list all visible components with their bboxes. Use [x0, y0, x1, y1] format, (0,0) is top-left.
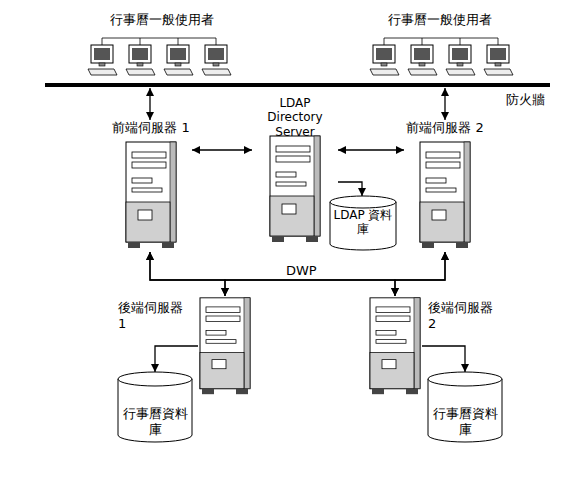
connector-arrow: [155, 346, 198, 372]
bus-label: DWP: [286, 263, 317, 279]
node-label: 後端伺服器 1: [118, 300, 192, 331]
node-label: 前端伺服器 2: [404, 120, 486, 136]
node-label: 行事曆資料 庫: [428, 406, 502, 437]
ldap-database: LDAP 資料庫: [330, 196, 396, 250]
back-end-server: 後端伺服器 2: [368, 296, 422, 396]
database-cylinders: [118, 196, 502, 442]
computer-icon: [408, 45, 437, 75]
node-label: 行事曆一般使用者: [360, 12, 520, 28]
connector-arrow: [192, 149, 252, 150]
server-tower: [370, 298, 420, 394]
firewall-line: [45, 83, 550, 87]
node-label: LDAP Directory Server: [252, 96, 338, 139]
calendar-database: 行事曆資料 庫: [428, 372, 502, 442]
connector-arrow: [338, 182, 362, 196]
connector-arrow: [338, 149, 404, 150]
computer-icon: [126, 45, 155, 75]
node-label: LDAP 資料庫: [330, 208, 396, 237]
back-end-server: 後端伺服器 1: [198, 296, 252, 396]
server-tower: [420, 142, 470, 248]
server-tower: [126, 142, 176, 248]
computer-icon: [88, 45, 117, 75]
user-group: 行事曆一般使用者: [360, 12, 520, 88]
connector-arrow: [422, 346, 465, 372]
connector-arrow: [444, 88, 445, 120]
computer-icon: [446, 45, 475, 75]
computer-icon: [370, 45, 399, 75]
user-group: 行事曆一般使用者: [82, 12, 242, 88]
node-label: 行事曆資料 庫: [118, 406, 192, 437]
connector-arrow: [150, 252, 395, 296]
user-computers: [102, 38, 498, 45]
computer-icon: [202, 45, 231, 75]
directory-server: LDAP Directory Server: [252, 96, 338, 244]
computer-icon: [484, 45, 513, 75]
calendar-database: 行事曆資料 庫: [118, 372, 192, 442]
server-tower: [200, 298, 250, 394]
node-label: 前端伺服器 1: [110, 120, 192, 136]
front-end-server: 前端伺服器 2: [404, 120, 486, 252]
connector-arrow: [395, 252, 445, 296]
computer-icon: [164, 45, 193, 75]
connector-arrow: [225, 252, 445, 296]
front-end-server: 前端伺服器 1: [110, 120, 192, 252]
node-label: 後端伺服器 2: [428, 300, 502, 331]
connector-arrow: [150, 252, 225, 296]
node-label: 行事曆一般使用者: [82, 12, 242, 28]
server-tower: [270, 136, 320, 242]
firewall-label: 防火牆: [506, 92, 545, 108]
connector-arrow: [149, 88, 150, 120]
